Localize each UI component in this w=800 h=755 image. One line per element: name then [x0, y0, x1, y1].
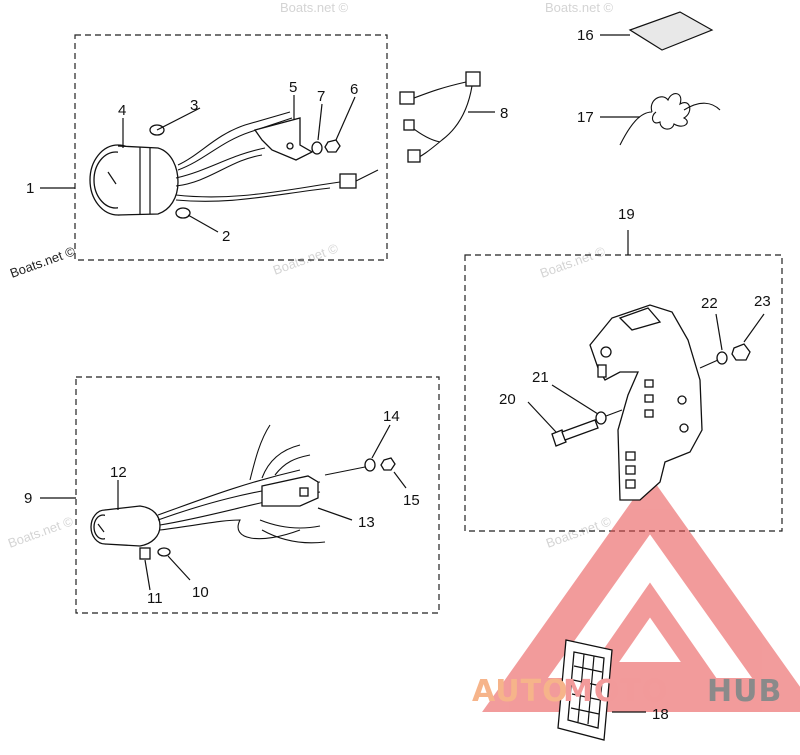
callout-8: 8 [500, 105, 508, 122]
group-box-9 [75, 376, 440, 614]
part-22-washer [716, 351, 728, 365]
watermark: Boats.net © [280, 0, 349, 15]
part-16-pad [600, 11, 714, 51]
callout-16: 16 [577, 27, 594, 44]
automotohub-wordmark: AUTO MOTO HUB [472, 674, 782, 709]
leader-14 [371, 424, 391, 459]
callout-19: 19 [618, 206, 635, 223]
part-21-washer [595, 411, 607, 425]
part-6-nut [324, 139, 341, 153]
logo-text-auto: AUTO [472, 674, 569, 709]
callout-3: 3 [190, 97, 198, 114]
part-2-bulb [175, 207, 219, 233]
callout-5: 5 [289, 79, 297, 96]
callout-15: 15 [403, 492, 420, 509]
callout-1: 1 [26, 180, 34, 197]
callout-11: 11 [147, 590, 163, 607]
callout-10: 10 [192, 584, 209, 601]
leader-22 [715, 313, 723, 351]
watermark: Boats.net © [271, 240, 341, 278]
watermark: Boats.net © [545, 0, 614, 15]
leader-11 [144, 559, 151, 591]
callout-9: 9 [24, 490, 32, 507]
automotohub-logo [482, 475, 800, 712]
part-17-spring [600, 93, 721, 146]
callout-7: 7 [317, 88, 325, 105]
callout-4: 4 [118, 102, 126, 119]
part-1-wiring [175, 111, 379, 202]
callout-22: 22 [701, 295, 718, 312]
part-23-nut [731, 343, 751, 361]
leader-6 [335, 96, 356, 141]
part-5-bracket [253, 117, 314, 161]
leader-13 [317, 507, 353, 521]
part-19-bracket [589, 304, 703, 501]
part-3-bulb [149, 107, 201, 136]
leader-15 [393, 471, 407, 489]
part-8-harness [399, 71, 495, 163]
watermark: Boats.net © [538, 243, 608, 281]
callout-23: 23 [754, 293, 771, 310]
callout-21: 21 [532, 369, 549, 386]
logo-text-moto: MOTO [563, 674, 668, 709]
leader-21 [551, 384, 599, 415]
logo-text-hub: HUB [707, 674, 782, 709]
leader-10 [167, 555, 191, 581]
part-13-bracket [261, 475, 319, 507]
leader-7 [317, 103, 323, 141]
part-4-tachometer [89, 144, 179, 216]
callout-14: 14 [383, 408, 400, 425]
leader-20 [527, 401, 557, 433]
part-9-wiring [157, 424, 326, 544]
callout-12: 12 [110, 464, 127, 481]
callout-20: 20 [499, 391, 516, 408]
part-14-washer [364, 458, 376, 472]
callout-18: 18 [652, 706, 669, 723]
callout-6: 6 [350, 81, 358, 98]
watermark: Boats.net © [6, 513, 76, 551]
leader-23 [743, 313, 765, 343]
part-20-bolt [551, 419, 599, 447]
group-box-1 [74, 34, 388, 261]
part-7-washer [311, 141, 323, 155]
callout-17: 17 [577, 109, 594, 126]
part-12-gauge [90, 505, 161, 547]
watermark-visible: Boats.net © [8, 243, 78, 281]
callout-13: 13 [358, 514, 375, 531]
part-15-nut [380, 457, 396, 471]
part-11-bulb [139, 547, 151, 560]
part-10-bulb [157, 547, 171, 557]
part-18-grille [557, 639, 646, 741]
callout-2: 2 [222, 228, 230, 245]
